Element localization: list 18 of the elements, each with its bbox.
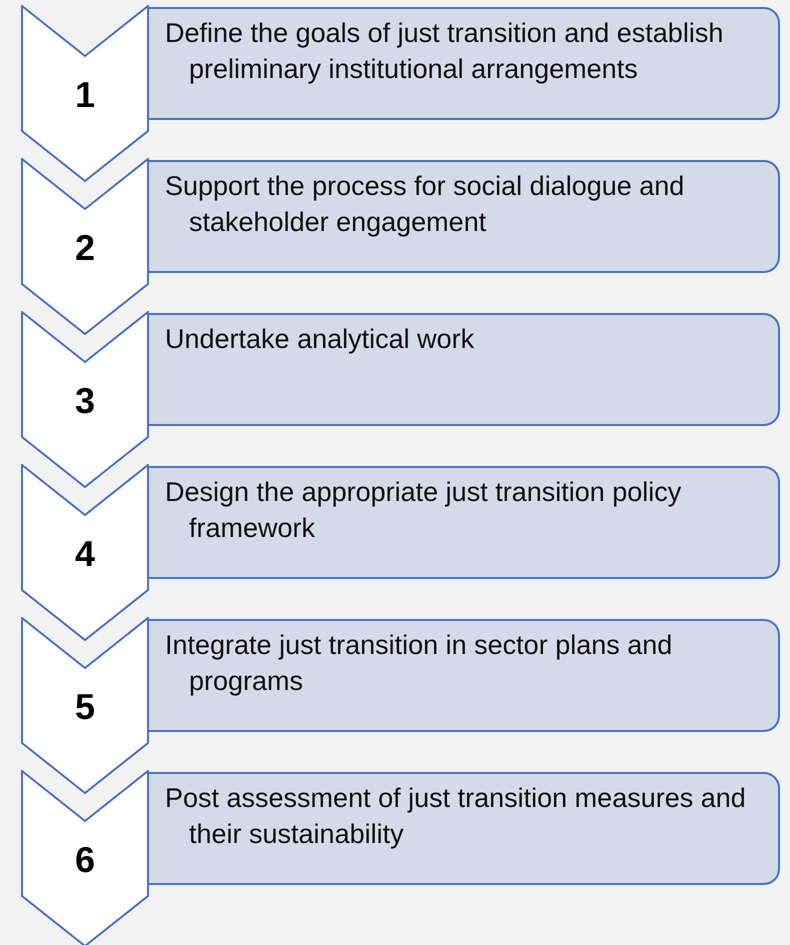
- step-number: 2: [74, 228, 96, 268]
- step-number: 1: [74, 75, 96, 115]
- step-number: 5: [74, 687, 96, 727]
- step-number: 6: [74, 840, 96, 880]
- step-text: Post assessment of just transition measures and their sustainability: [165, 782, 747, 851]
- step-box: [148, 619, 780, 732]
- step-text: Define the goals of just transition and establish preliminary institutional arrangements: [165, 17, 724, 86]
- step-text: Undertake analytical work: [165, 323, 476, 356]
- step-number: 3: [74, 381, 96, 421]
- step-text: Integrate just transition in sector plans and programs: [165, 629, 674, 698]
- step-box: [148, 313, 780, 426]
- step-number: 4: [74, 534, 96, 574]
- step-box: [148, 772, 780, 885]
- step-box: [148, 466, 780, 579]
- step-box: [148, 7, 780, 120]
- step-box: [148, 160, 780, 273]
- step-text: Design the appropriate just transition policy framework: [165, 476, 682, 545]
- step-text: Support the process for social dialogue and stakeholder engagement: [165, 170, 686, 239]
